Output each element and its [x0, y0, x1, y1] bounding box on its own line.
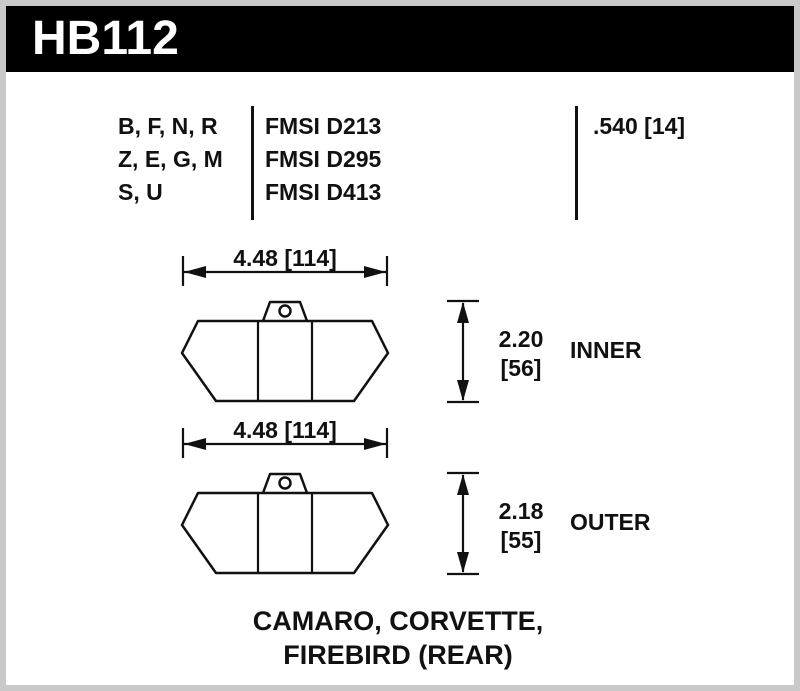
application-caption: CAMARO, CORVETTE, FIREBIRD (REAR) [0, 604, 796, 672]
application-line-2: FIREBIRD (REAR) [283, 640, 513, 670]
fmsi-row: FMSI D295 [265, 146, 382, 172]
inner-width-dimension: 4.48 [114] [181, 245, 389, 286]
arrowhead-down [457, 380, 469, 401]
inner-height-mm: [56] [501, 355, 542, 381]
compound-codes-row: B, F, N, R [118, 113, 218, 139]
arrowhead-up [457, 474, 469, 495]
pad-outline [180, 491, 390, 575]
compound-codes-column: B, F, N, R Z, E, G, M S, U [118, 110, 223, 209]
outer-height-value: 2.18 [499, 498, 544, 524]
spec-divider [575, 106, 578, 220]
arrowhead-right [364, 438, 386, 450]
mounting-hole [278, 476, 292, 490]
header-bar: HB112 [6, 6, 794, 72]
part-number: HB112 [32, 12, 179, 65]
inner-width-label: 4.48 [114] [233, 245, 337, 271]
outer-width-label: 4.48 [114] [233, 417, 337, 443]
mounting-hole [278, 304, 292, 318]
pad-thickness-value: .540 [14] [593, 113, 686, 139]
outer-pad-shape [180, 472, 390, 575]
mounting-tab [261, 472, 309, 494]
mounting-tab [261, 300, 309, 322]
inner-position-label: INNER [570, 337, 642, 363]
compound-codes-row: Z, E, G, M [118, 146, 223, 172]
outer-width-dimension: 4.48 [114] [181, 417, 389, 458]
arrowhead-left [184, 438, 206, 450]
outer-height-mm: [55] [501, 527, 542, 553]
arrowhead-down [457, 552, 469, 573]
arrowhead-left [184, 266, 206, 278]
application-line-1: CAMARO, CORVETTE, [252, 606, 544, 636]
outer-height-dimension: 2.18 [55] [447, 471, 544, 576]
inner-height-value: 2.20 [499, 326, 544, 352]
inner-pad-diagram: 4.48 [114] 2.20 [56] INNER [180, 245, 642, 404]
pad-outline [180, 319, 390, 403]
arrowhead-right [364, 266, 386, 278]
outer-position-label: OUTER [570, 509, 651, 535]
fmsi-numbers-column: FMSI D213 FMSI D295 FMSI D413 [265, 110, 381, 209]
compound-codes-row: S, U [118, 179, 163, 205]
fmsi-row: FMSI D213 [265, 113, 382, 139]
outer-pad-diagram: 4.48 [114] 2.18 [55] OUTER [180, 417, 651, 576]
paper-background [6, 6, 794, 685]
arrowhead-up [457, 302, 469, 323]
inner-pad-shape [180, 300, 390, 403]
fmsi-row: FMSI D413 [265, 179, 382, 205]
inner-height-dimension: 2.20 [56] [447, 299, 544, 404]
spec-divider [251, 106, 254, 220]
